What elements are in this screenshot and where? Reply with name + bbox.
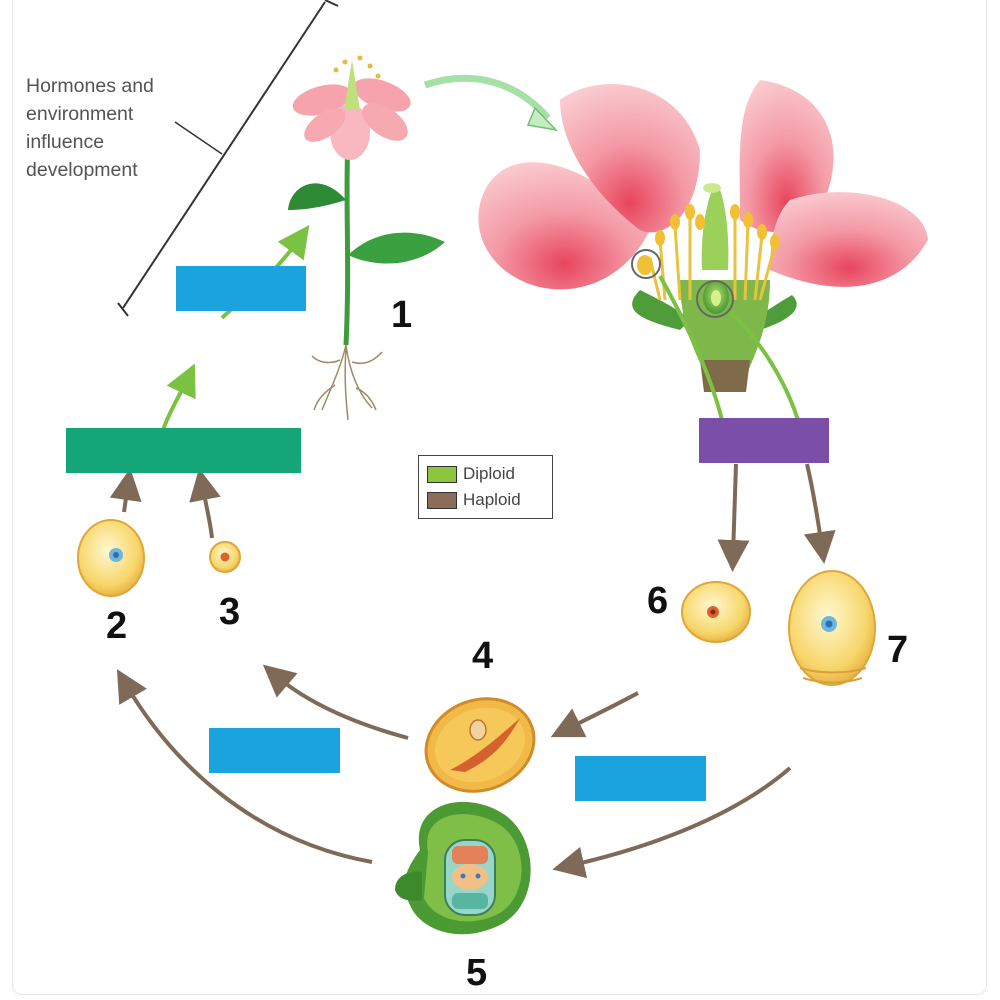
development-annotation: Hormones and environment influence devel… [26, 72, 226, 184]
legend-label-diploid: Diploid [463, 464, 515, 483]
stage-number-3: 3 [219, 591, 241, 633]
structure-5-illustration [395, 801, 531, 935]
label-box-green[interactable] [66, 428, 301, 473]
stage-number-5: 5 [466, 952, 488, 994]
stage-number-2: 2 [106, 605, 128, 647]
annotation-line-2: environment [26, 103, 134, 125]
stage-number-7: 7 [887, 629, 909, 671]
stage-number-4: 4 [472, 635, 494, 677]
annotation-line-1: Hormones and [26, 75, 154, 97]
label-box-purple[interactable] [699, 418, 829, 463]
label-box-blue-top[interactable] [176, 266, 306, 311]
cell-3-illustration [209, 541, 241, 573]
cell-7-illustration [788, 570, 876, 686]
stage-number-6: 6 [647, 580, 669, 622]
mature-plant-illustration [288, 55, 445, 421]
diploid-swatch [427, 465, 457, 483]
annotation-line-4: development [26, 159, 138, 181]
diagram-frame [12, 0, 987, 995]
label-box-blue-right[interactable] [575, 756, 706, 801]
haploid-swatch [427, 491, 457, 509]
legend-item-diploid: Diploid [427, 461, 552, 487]
stage-number-1: 1 [391, 294, 413, 336]
legend-item-haploid: Haploid [427, 487, 552, 513]
label-box-blue-left[interactable] [209, 728, 340, 773]
legend-label-haploid: Haploid [463, 490, 521, 509]
structure-4-illustration [424, 697, 536, 793]
development-bracket [117, 0, 339, 317]
annotation-line-3: influence [26, 131, 105, 153]
legend: Diploid Haploid [418, 455, 553, 519]
cell-6-illustration [681, 581, 751, 643]
flower-cross-section-illustration [478, 80, 928, 392]
zoom-arrow [423, 74, 551, 121]
cell-2-illustration [77, 519, 145, 597]
